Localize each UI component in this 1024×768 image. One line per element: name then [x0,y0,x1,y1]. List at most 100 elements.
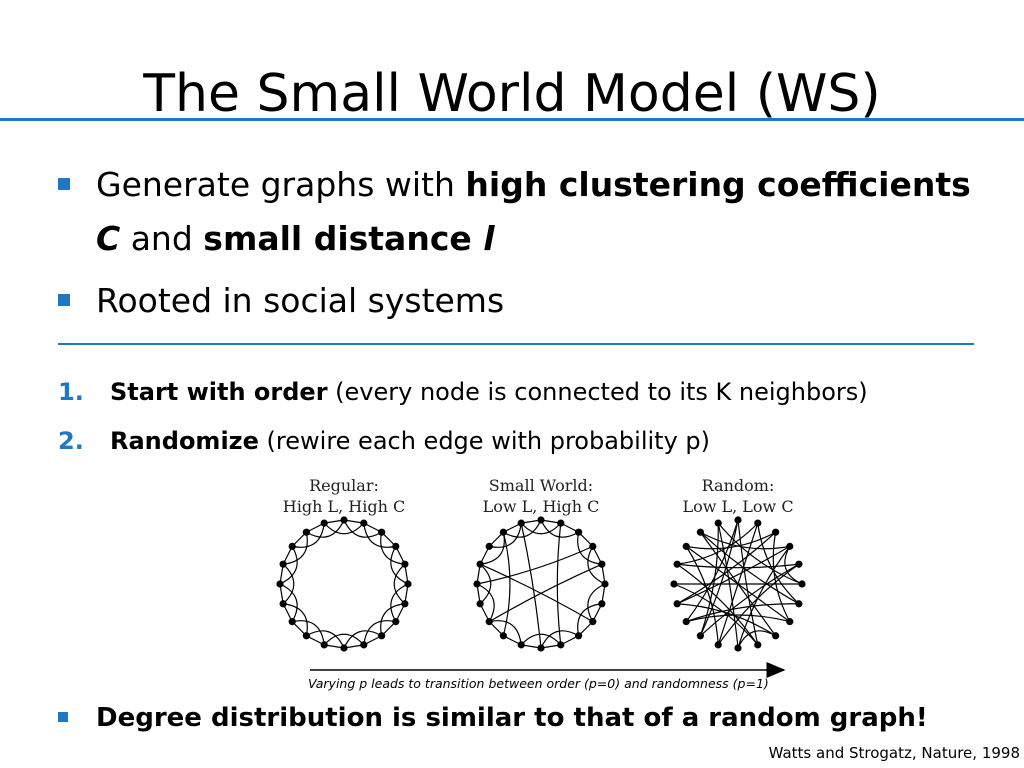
graph-node [714,519,722,527]
random-edge [772,532,791,622]
graph-node [673,600,681,608]
graph-node [499,528,507,536]
panel-regular-title: Regular: [309,476,379,495]
title-divider [0,118,1024,121]
random-edge [700,531,790,550]
neighbor-edge [279,583,298,622]
graph-node [537,644,545,652]
graph-node [754,641,762,649]
graph-node [734,644,742,652]
panel-random-title: Random: [702,476,775,495]
graph-node [772,632,780,640]
panel-smallworld-subtitle: Low L, High C [483,497,600,516]
panel-regular-subtitle: High L, High C [283,497,405,516]
bullet-1-bold-distance: small distance [203,219,484,258]
step-2-number: 2. [58,427,84,455]
random-edge [676,563,759,646]
rewired-edge [488,563,603,623]
bullet-1-prefix: Generate graphs with [96,165,466,204]
panel-random-subtitle: Low L, Low C [682,497,793,516]
bullet-1-bold-clustering: high clustering coefficients [465,165,971,204]
neighbor-edge [363,523,396,548]
bullet-2-text: Rooted in social systems [96,281,505,320]
graph-node [401,600,409,608]
neighbor-edge [390,583,409,622]
graph-node [696,632,704,640]
graph-node [575,528,583,536]
graph-node [360,519,368,527]
graph-node [786,542,794,550]
graph-node [589,618,597,626]
graph-node [589,542,597,550]
random-edge [717,563,800,646]
graph-node [320,519,328,527]
random-edge [737,546,791,649]
random-edge [686,603,799,623]
graph-node [288,618,296,626]
graph-node [302,528,310,536]
graph-node [485,618,493,626]
slide-title: The Small World Model (WS) [143,64,881,124]
neighbor-edge [489,523,522,548]
graph-node [557,519,565,527]
random-edge [737,630,776,649]
neighbor-edge [479,563,492,605]
neighbor-edge [393,563,406,605]
graph-node [340,644,348,652]
square-bullet-icon [58,294,70,306]
graph-node [682,618,690,626]
graph-node [401,560,409,568]
graph-node [476,600,484,608]
neighbor-edge [343,519,382,538]
neighbor-edge [323,522,365,535]
graph-node [360,641,368,649]
graph-node [378,528,386,536]
neighbor-edge [380,532,405,565]
neighbor-edge [306,519,345,538]
step-2-rest: (rewire each edge with probability p) [258,427,711,455]
neighbor-edge [363,620,396,645]
small-world-graph [473,516,609,652]
graph-node [517,519,525,527]
graph-node [696,528,704,536]
figure-caption: Varying p leads to transition between or… [308,676,769,691]
step-1-number: 1. [58,378,84,406]
random-edge [784,546,803,585]
graph-node [279,600,287,608]
square-bullet-icon [58,178,70,190]
rewired-edge [479,563,594,623]
graph-node [340,516,348,524]
graph-node [714,641,722,649]
random-edge [686,614,790,623]
graph-node [288,542,296,550]
random-edge [699,531,800,605]
random-edge [699,531,777,637]
graph-node [279,560,287,568]
rewired-edge [476,545,594,585]
ws-graphs-figure: Regular: High L, High C Small World: Low… [276,476,806,678]
graph-node [320,641,328,649]
graph-node [575,632,583,640]
regular-graph [276,516,412,652]
graph-node [302,632,310,640]
neighbor-edge [476,583,495,622]
random-edge [673,583,759,646]
bullet-1-and: and [120,219,204,258]
citation: Watts and Strogatz, Nature, 1998 [768,744,1020,762]
step-1-bold: Start with order [110,378,328,406]
graph-node [598,600,606,608]
graph-node [795,600,803,608]
neighbor-edge [282,563,295,605]
graph-node [734,516,742,524]
random-edge [677,603,776,637]
graph-node [598,560,606,568]
step-1-rest: (every node is connected to its K neighb… [327,378,868,406]
graph-node [772,528,780,536]
random-edge [677,563,799,569]
graph-node [485,542,493,550]
random-edge [685,546,719,645]
step-2-bold: Randomize [110,427,259,455]
graph-node [754,519,762,527]
bullet-1-italic-l: l [483,219,495,258]
neighbor-edge [306,630,345,649]
